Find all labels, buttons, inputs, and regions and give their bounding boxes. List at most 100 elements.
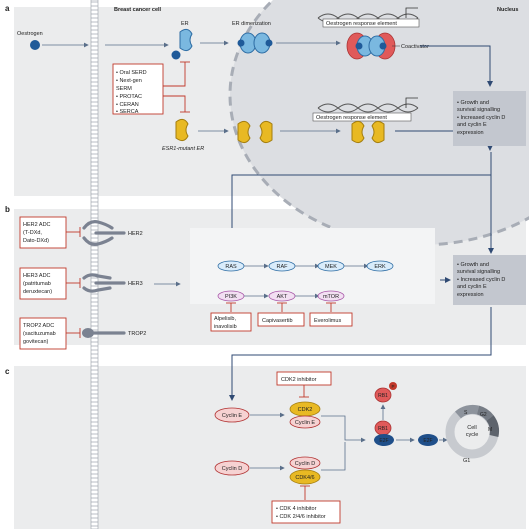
her2-adc-line-2: (T-DXd, (23, 230, 42, 236)
outcome-a-line-4: and cyclin E (457, 122, 487, 128)
her2-label: HER2 (128, 231, 143, 237)
trop2-adc-line-3: govitecan) (23, 339, 49, 345)
trop2-adc-box (19, 317, 67, 350)
phase-g1-label: G1 (463, 458, 470, 464)
phosphate-icon (389, 382, 397, 390)
everolimus-box (309, 312, 353, 327)
oestrogen-molecule-icon (30, 40, 40, 50)
outcome-a-line-1: • Growth and (457, 100, 489, 106)
outcome-a-box (453, 91, 526, 146)
mutant-dimer-on-dna-icon (351, 120, 385, 144)
raf-label: RAF (277, 264, 289, 270)
her3-adc-line-3: deruxtecan) (23, 289, 52, 295)
outcome-a-arrow-top (420, 45, 493, 87)
phase-m-label: M (488, 427, 492, 433)
pi3k-pathway: PI3K AKT mTOR (217, 290, 345, 302)
her3-label: HER3 (128, 281, 143, 287)
trop2-adc-line-2: (sacituzumab (23, 331, 56, 337)
cdk46-inhibitors-box (271, 500, 341, 524)
trop2-adc-line-1: TROP2 ADC (23, 323, 54, 329)
alpelisib-line-2: inavolisib (214, 324, 237, 330)
capivasertib-label: Capivasertib (262, 318, 293, 324)
drug-item-3: SERM (116, 86, 132, 92)
transcription-start-icon (405, 7, 418, 18)
panel-c-background (14, 366, 526, 529)
panel-a-letter: a (5, 4, 10, 13)
her2-adc-line-1: HER2 ADC (23, 222, 51, 228)
drug-item-2: • Next-gen (116, 78, 142, 84)
cdk46-cyclin-d-label: Cyclin D (295, 461, 316, 467)
cyclin-e-node (214, 407, 250, 423)
cdk2-inhibition-line (299, 385, 309, 398)
phosphate-label: P (391, 384, 394, 389)
panel-b-to-c-arrow (229, 307, 492, 401)
cdk46-inhibitor-line-2: • CDK 2/4/6 inhibitor (276, 514, 326, 520)
cdk46-node (289, 469, 321, 485)
cyclin-e-label: Cyclin E (222, 413, 243, 419)
adc-inhibition-lines (66, 227, 81, 338)
adc-boxes: HER2 ADC (T-DXd, Dato-DXd) HER3 ADC (pat… (19, 216, 67, 350)
oere-bottom-label: Oestrogen response element (316, 115, 387, 121)
cyclin-d-label: Cyclin D (222, 466, 243, 472)
er-drugs-box (112, 63, 164, 115)
outcome-b-line-3: • Increased cyclin D (457, 277, 505, 283)
erk-node (366, 260, 394, 272)
e2f-free-label: E2F (423, 438, 432, 444)
erk-label: ERK (374, 264, 386, 270)
oere-top-label: Oestrogen response element (326, 21, 397, 27)
cell-cycle-label-1: Cell (467, 425, 476, 431)
oere-bottom-box (312, 112, 412, 122)
cell-label: Breast cancer cell (114, 7, 162, 13)
transcription-start-bottom-icon (405, 97, 418, 108)
bound-oestrogen-icon (171, 50, 181, 60)
cdk46-cyclin-d-node (289, 456, 321, 470)
oere-top-box (322, 18, 420, 28)
rb1-phospho-node (374, 387, 392, 403)
er-label: ER (181, 21, 189, 27)
cell-cycle-ring (445, 404, 499, 459)
oestrogen-label: Oestrogen (17, 31, 43, 37)
drug-item-6: • SERCA (116, 109, 139, 115)
outcome-b-line-1: • Growth and (457, 262, 489, 268)
mutant-dimer-icon (237, 120, 273, 144)
her2-adc-box (19, 216, 67, 249)
outcome-b-line-2: survival signalling (457, 269, 500, 275)
her2-receptor-icon (82, 220, 126, 246)
alpelisib-box (210, 312, 252, 332)
cell-membrane (90, 0, 99, 529)
nucleus-label: Nucleus (497, 7, 518, 13)
panel-c-letter: c (5, 367, 10, 376)
outcome-a-line-2: survival signalling (457, 107, 500, 113)
e2f-bound-node (374, 434, 394, 446)
her2-adc-line-3: Dato-DXd) (23, 238, 49, 244)
everolimus-label: Everolimus (314, 318, 341, 324)
panel-b-letter: b (5, 205, 10, 214)
akt-label: AKT (277, 294, 288, 300)
cdk46-inhibitor-line-1: • CDK 4 inhibitor (276, 506, 317, 512)
cdk2-label: CDK2 (298, 407, 313, 413)
trop2-label: TROP2 (128, 331, 146, 337)
drug-item-5: • CERAN (116, 102, 139, 108)
outcome-b-line-4: and cyclin E (457, 284, 487, 290)
phase-s-label: S (464, 410, 468, 416)
her3-adc-line-2: (patritumab (23, 281, 51, 287)
alpelisib-line-1: Alpelisib, (214, 316, 236, 322)
capivasertib-box (257, 312, 305, 327)
coactivator-complex-icon (346, 32, 396, 60)
cdk46-label: CDK4/6 (295, 475, 314, 481)
her3-adc-line-1: HER3 ADC (23, 273, 51, 279)
e2f-free-node (418, 434, 438, 446)
cyclin-d-node (214, 460, 250, 476)
cdk2-cyclin-e-label: Cyclin E (295, 420, 316, 426)
cdk2-inhibitor-label: CDK2 inhibitor (281, 377, 317, 383)
cell-cycle-label-2: cycle (466, 432, 479, 438)
cdk2-to-rb1-arrow (321, 415, 366, 443)
outcome-a-line-5: expression (457, 130, 484, 136)
dna-helix-bottom-icon (317, 103, 419, 113)
mtor-label: mTOR (323, 294, 339, 300)
mutant-er-icon (175, 118, 189, 142)
cdk2-cyclin-e-node (289, 415, 321, 429)
phase-g2-label: G2 (480, 412, 487, 418)
pi3k-label: PI3K (225, 294, 237, 300)
